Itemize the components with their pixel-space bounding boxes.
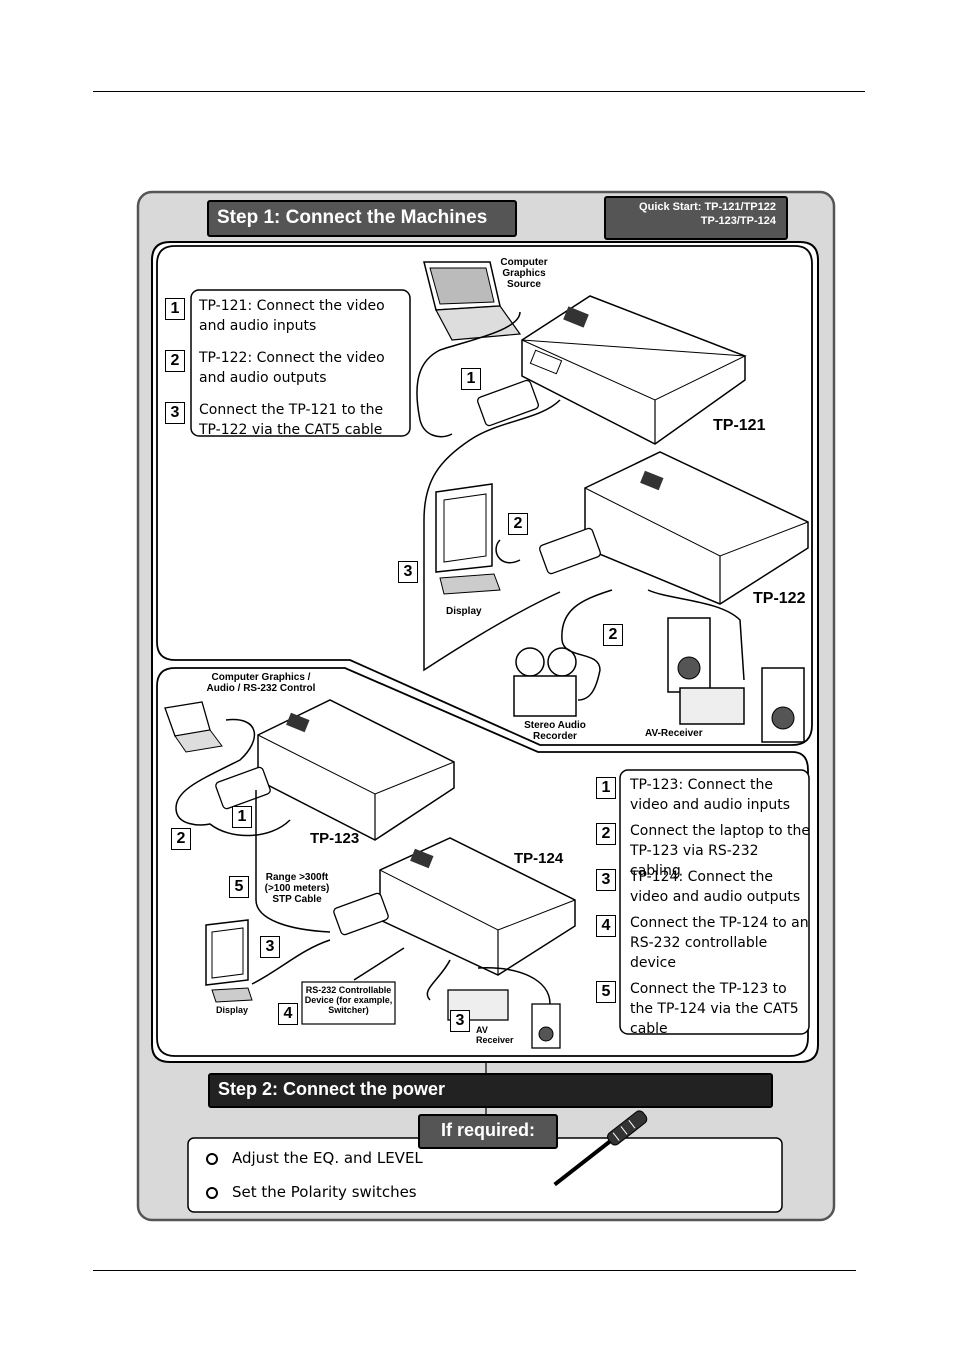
bullet-item-1: Adjust the EQ. and LEVEL [206, 1148, 586, 1182]
lower-step-3: 3 TP-124: Connect the video and audio ou… [596, 867, 810, 907]
lower-callout-5: 5 [229, 876, 249, 898]
label-recorder: Stereo Audio Recorder [524, 720, 586, 742]
bullet-item-2-text: Set the Polarity switches [232, 1183, 417, 1201]
bullet-item-1-text: Adjust the EQ. and LEVEL [232, 1149, 423, 1167]
lower-step-4-text: Connect the TP-124 to an RS-232 controll… [630, 915, 809, 971]
lower-step-4: 4 Connect the TP-124 to an RS-232 contro… [596, 913, 810, 973]
upper-callout-2a: 2 [508, 513, 528, 535]
step2-banner: Step 2: Connect the power [208, 1073, 773, 1108]
lower-step-4-number: 4 [596, 915, 616, 937]
upper-callout-2b: 2 [603, 624, 623, 646]
lower-step-1: 1 TP-123: Connect the video and audio in… [596, 775, 810, 815]
lower-callout-1: 1 [232, 806, 252, 828]
label-display-upper: Display [446, 606, 482, 617]
lower-step-5: 5 Connect the TP-123 to the TP-124 via t… [596, 979, 810, 1037]
upper-step-1: 1 TP-121: Connect the video and audio in… [165, 296, 405, 342]
label-tp124: TP-124 [514, 850, 564, 867]
upper-callout-1: 1 [461, 368, 481, 390]
label-tp123: TP-123 [310, 830, 360, 847]
upper-step-list: 1 TP-121: Connect the video and audio in… [165, 296, 405, 452]
upper-step-2-text: TP-122: Connect the video and audio outp… [199, 350, 385, 386]
label-tp122: TP-122 [753, 590, 806, 607]
label-rs232-device: RS-232 Controllable Device (for example,… [304, 985, 393, 1015]
label-display-lower: Display [216, 1005, 249, 1015]
lower-step-2: 2 Connect the laptop to the TP-123 via R… [596, 821, 810, 879]
label-tp121: TP-121 [713, 417, 766, 434]
lower-callout-2: 2 [171, 828, 191, 850]
label-source: Computer Graphics Source [500, 257, 548, 290]
lower-step-1-number: 1 [596, 777, 616, 799]
upper-step-1-number: 1 [165, 298, 185, 320]
bullet-circle-icon [206, 1152, 218, 1165]
bullet-item-2: Set the Polarity switches [206, 1182, 586, 1216]
lower-step-1-text: TP-123: Connect the video and audio inpu… [630, 777, 791, 813]
label-range: Range >300ft (>100 meters) STP Cable [264, 872, 330, 905]
if-required-banner: If required: [418, 1114, 558, 1149]
label-av-receiver-lower: AV Receiver [476, 1025, 514, 1045]
label-control: Computer Graphics / Audio / RS-232 Contr… [206, 672, 316, 694]
quick-start-badge: Quick Start: TP-121/TP122 TP-123/TP-124 [604, 196, 788, 240]
step1-banner: Step 1: Connect the Machines [207, 200, 517, 237]
bottom-rule [93, 1270, 856, 1271]
lower-step-list: 1 TP-123: Connect the video and audio in… [596, 775, 810, 1037]
lower-step-2-text: Connect the laptop to the TP-123 via RS-… [630, 823, 810, 879]
label-avreceiver-upper: AV-Receiver [645, 728, 703, 739]
upper-step-3: 3 Connect the TP-121 to the TP-122 via t… [165, 400, 405, 446]
upper-step-3-number: 3 [165, 402, 185, 424]
upper-step-2: 2 TP-122: Connect the video and audio ou… [165, 348, 405, 394]
upper-step-3-text: Connect the TP-121 to the TP-122 via the… [199, 402, 384, 438]
quick-start-line2: TP-123/TP-124 [700, 215, 776, 227]
upper-step-1-text: TP-121: Connect the video and audio inpu… [199, 298, 385, 334]
upper-step-2-number: 2 [165, 350, 185, 372]
lower-step-3-text: TP-124: Connect the video and audio outp… [630, 869, 801, 905]
bullet-list: Adjust the EQ. and LEVEL Set the Polarit… [206, 1148, 586, 1216]
quick-start-line1: Quick Start: TP-121/TP122 [639, 201, 776, 213]
lower-callout-3b: 3 [450, 1010, 470, 1032]
lower-step-5-text: Connect the TP-123 to the TP-124 via the… [630, 981, 799, 1037]
lower-step-2-number: 2 [596, 823, 616, 845]
top-rule [93, 91, 865, 92]
lower-step-3-number: 3 [596, 869, 616, 891]
lower-step-5-number: 5 [596, 981, 616, 1003]
lower-callout-3a: 3 [260, 936, 280, 958]
upper-callout-3: 3 [398, 561, 418, 583]
bullet-circle-icon [206, 1186, 218, 1199]
lower-callout-4: 4 [278, 1003, 298, 1025]
